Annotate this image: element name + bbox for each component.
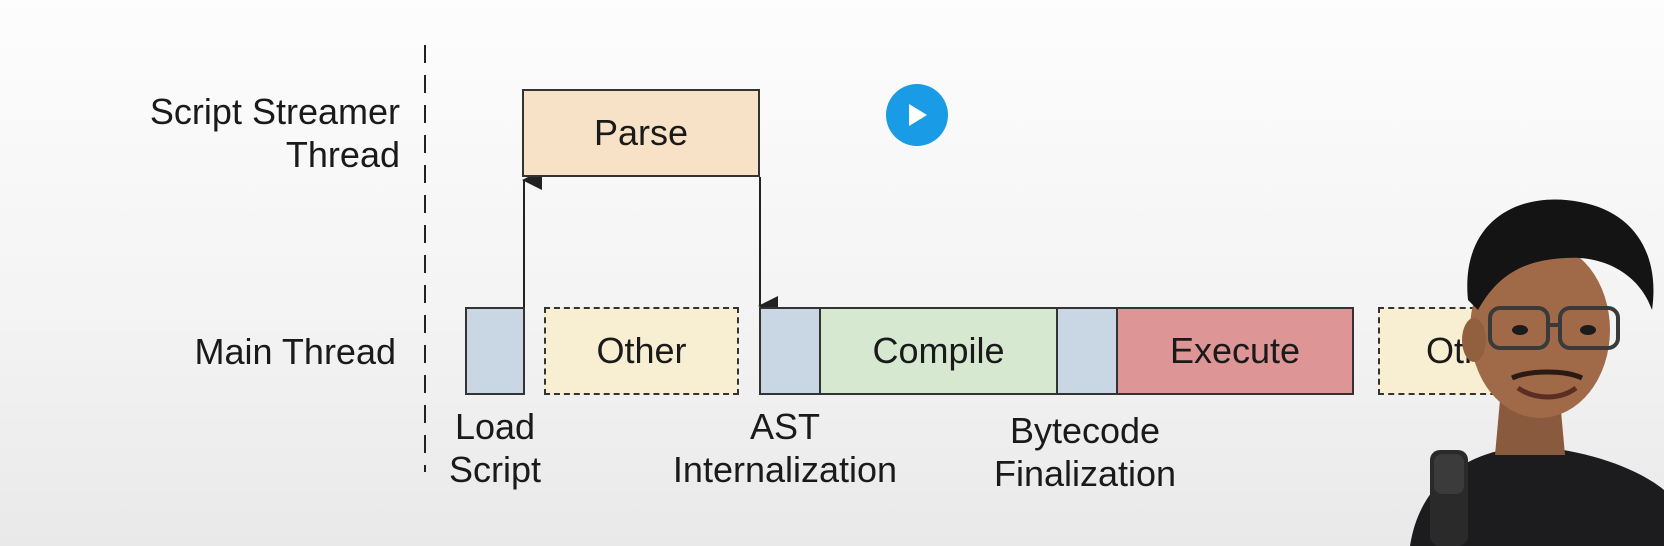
presenter-figure: [1410, 199, 1664, 546]
bytecode-annotation-line2: Finalization: [993, 453, 1177, 495]
ast-annotation-line2: Internalization: [672, 449, 898, 491]
presenter-video-overlay: [1390, 150, 1664, 546]
bytecode-annotation-line1: Bytecode: [1009, 410, 1161, 451]
streamer-thread-label: Script Streamer Thread: [80, 90, 400, 176]
compile-block: Compile: [819, 307, 1058, 395]
main-thread-label: Main Thread: [194, 331, 396, 372]
bytecode-block: [1056, 307, 1118, 395]
play-button[interactable]: [886, 84, 948, 146]
play-icon: [909, 104, 927, 126]
streamer-thread-label-line1: Script Streamer: [149, 91, 400, 132]
ast-block: [759, 307, 821, 395]
parse-block: Parse: [522, 89, 760, 177]
streamer-thread-label-line2: Thread: [285, 134, 400, 176]
ast-internalization-annotation: AST Internalization: [640, 405, 930, 491]
ast-annotation-line1: AST: [749, 406, 820, 447]
load-script-annotation-line2: Script: [448, 449, 542, 491]
bytecode-finalization-annotation: Bytecode Finalization: [960, 409, 1210, 495]
other-block-1: Other: [544, 307, 739, 395]
execute-block: Execute: [1116, 307, 1354, 395]
load-script-block: [465, 307, 525, 395]
load-script-annotation: Load Script: [415, 405, 575, 491]
load-script-annotation-line1: Load: [454, 406, 536, 447]
